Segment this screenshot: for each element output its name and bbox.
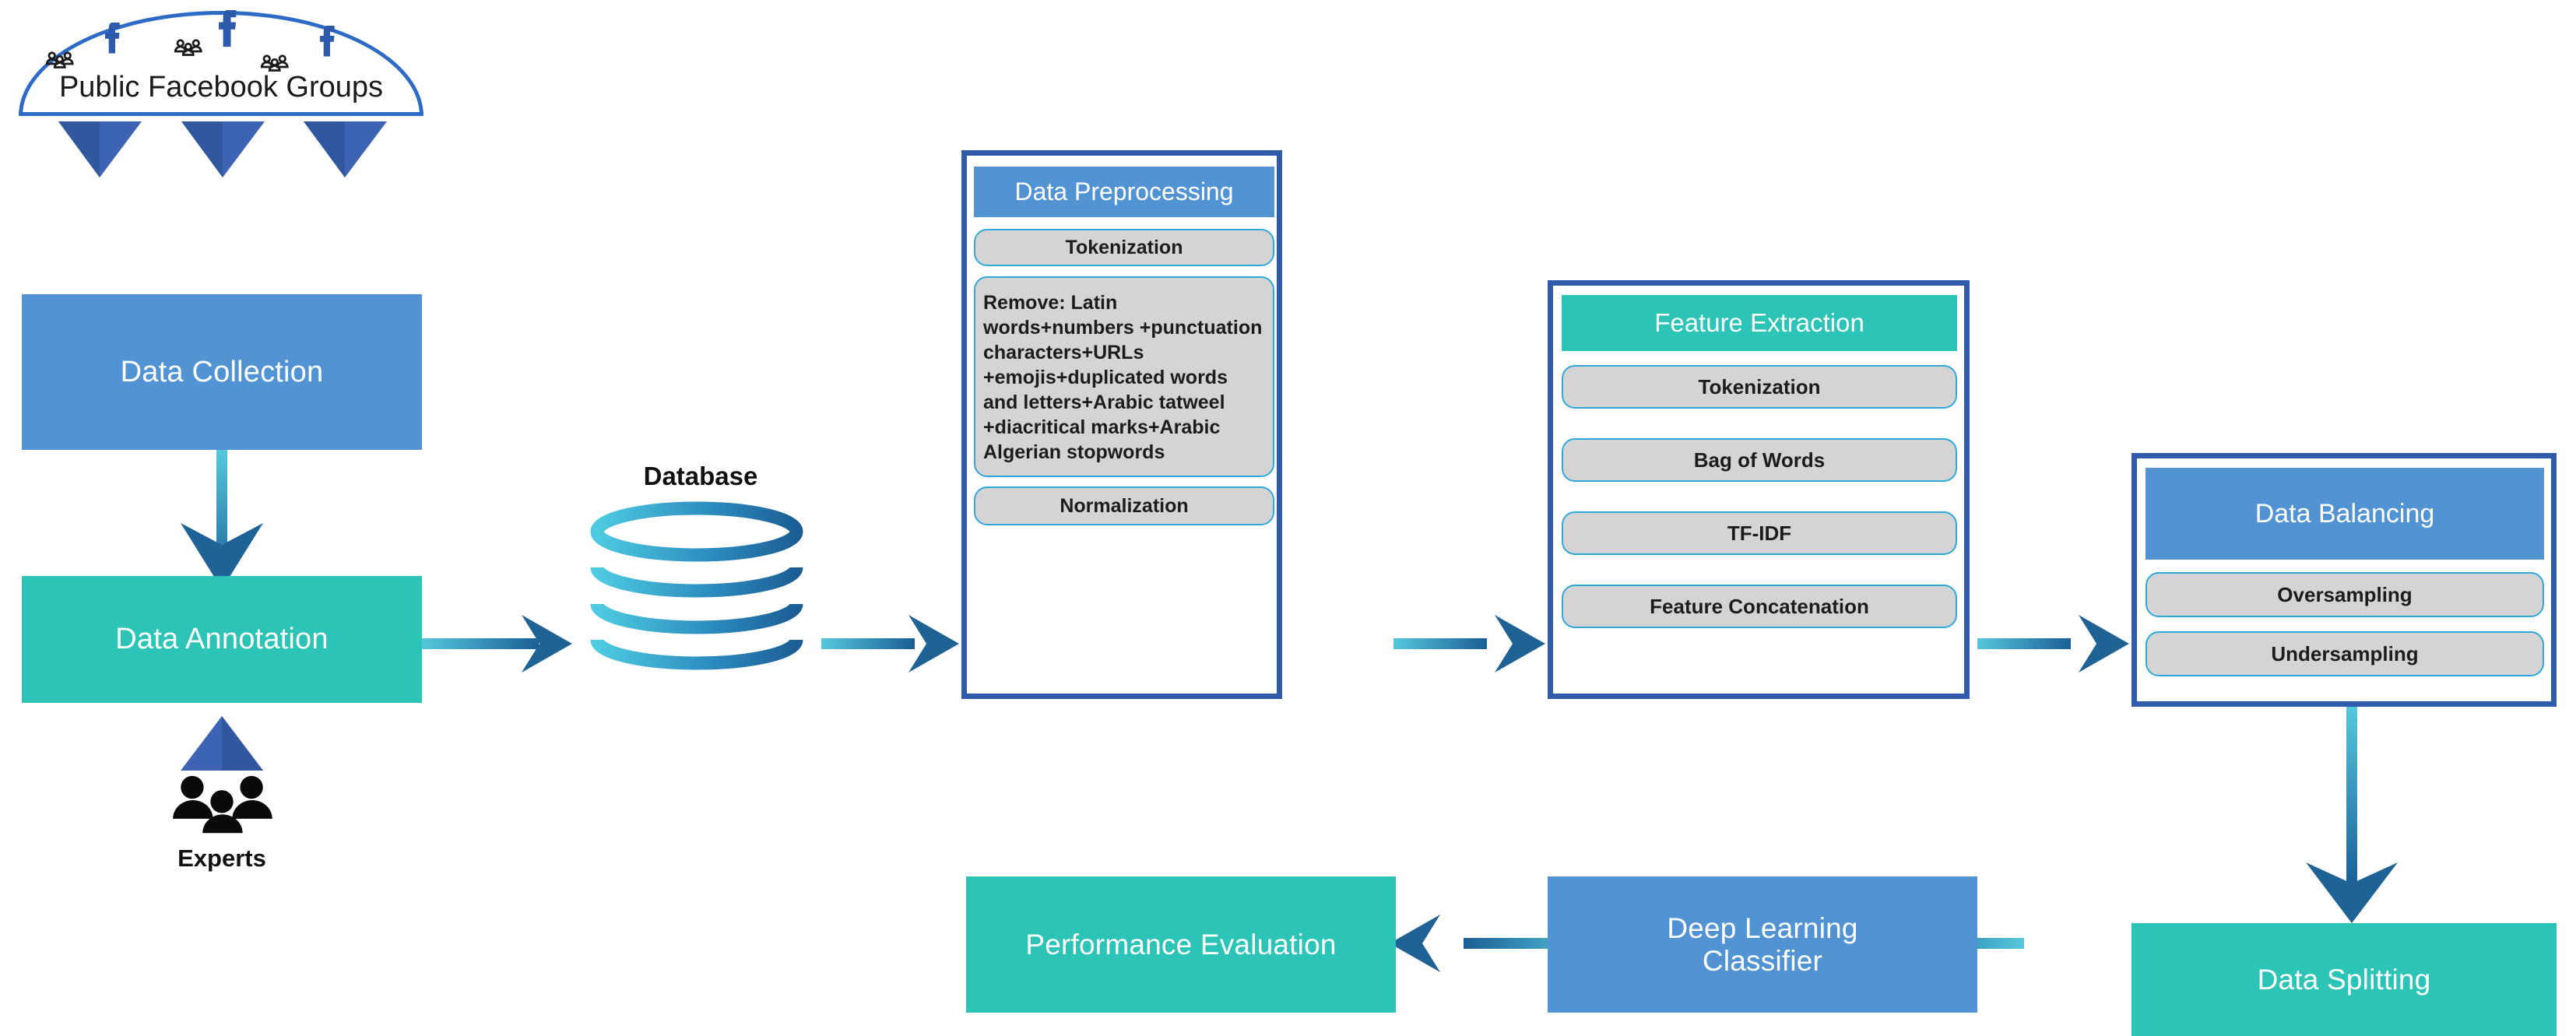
- data-balancing-item-undersampling[interactable]: Undersampling: [2145, 631, 2544, 676]
- preprocessing-item-remove[interactable]: Remove: Latin words+numbers +punctuation…: [974, 276, 1274, 477]
- arrow-annotation-to-database: [422, 615, 572, 673]
- data-splitting-box[interactable]: Data Splitting: [2131, 923, 2557, 1036]
- arrow-feature-extraction-to-balancing: [1977, 615, 2129, 673]
- preprocessing-item-tokenization[interactable]: Tokenization: [974, 229, 1274, 266]
- arrow-groups-to-collection: [58, 121, 387, 177]
- source-label: Public Facebook Groups: [58, 71, 384, 104]
- arrow-preprocessing-to-feature-extraction: [1393, 615, 1545, 673]
- facebook-f-icon: [219, 10, 237, 47]
- classifier-label-line1: Deep Learning: [1667, 912, 1858, 945]
- data-preprocessing-header: Data Preprocessing: [974, 167, 1274, 217]
- feature-extraction-item-tokenization[interactable]: Tokenization: [1562, 365, 1957, 409]
- feature-extraction-header: Feature Extraction: [1562, 295, 1957, 351]
- arrow-experts-to-annotation: [181, 716, 263, 771]
- database-cylinder-icon: [590, 501, 803, 670]
- data-preprocessing-container: Data Preprocessing Tokenization Remove: …: [961, 150, 1282, 699]
- experts-people-icon: [173, 775, 272, 834]
- feature-extraction-container: Feature Extraction Tokenization Bag of W…: [1548, 280, 1970, 699]
- group-people-icon: [174, 39, 202, 56]
- feature-extraction-item-feature-concatenation[interactable]: Feature Concatenation: [1562, 585, 1957, 628]
- data-balancing-container: Data Balancing Oversampling Undersamplin…: [2131, 453, 2557, 707]
- public-facebook-groups-source: Public Facebook Groups: [19, 10, 423, 116]
- data-annotation-box[interactable]: Data Annotation: [22, 576, 422, 703]
- classifier-label-line2: Classifier: [1702, 944, 1823, 977]
- facebook-f-icon: [320, 26, 335, 57]
- facebook-group-icons: [45, 10, 335, 72]
- database-label: Database: [643, 462, 758, 490]
- feature-extraction-item-tf-idf[interactable]: TF-IDF: [1562, 511, 1957, 555]
- data-balancing-header: Data Balancing: [2145, 468, 2544, 560]
- arrow-balancing-to-splitting: [2306, 707, 2398, 923]
- arrow-database-to-preprocessing: [821, 615, 959, 673]
- deep-learning-classifier-box[interactable]: Deep Learning Classifier: [1548, 876, 1977, 1013]
- performance-evaluation-box[interactable]: Performance Evaluation: [966, 876, 1396, 1013]
- feature-extraction-item-bag-of-words[interactable]: Bag of Words: [1562, 438, 1957, 482]
- facebook-f-icon: [105, 23, 120, 54]
- experts-caption: Experts: [177, 845, 266, 872]
- data-collection-box[interactable]: Data Collection: [22, 294, 422, 450]
- preprocessing-item-normalization[interactable]: Normalization: [974, 486, 1274, 525]
- group-people-icon: [45, 51, 74, 68]
- group-people-icon: [260, 54, 289, 72]
- arrow-collection-to-annotation: [181, 450, 263, 590]
- data-balancing-item-oversampling[interactable]: Oversampling: [2145, 572, 2544, 617]
